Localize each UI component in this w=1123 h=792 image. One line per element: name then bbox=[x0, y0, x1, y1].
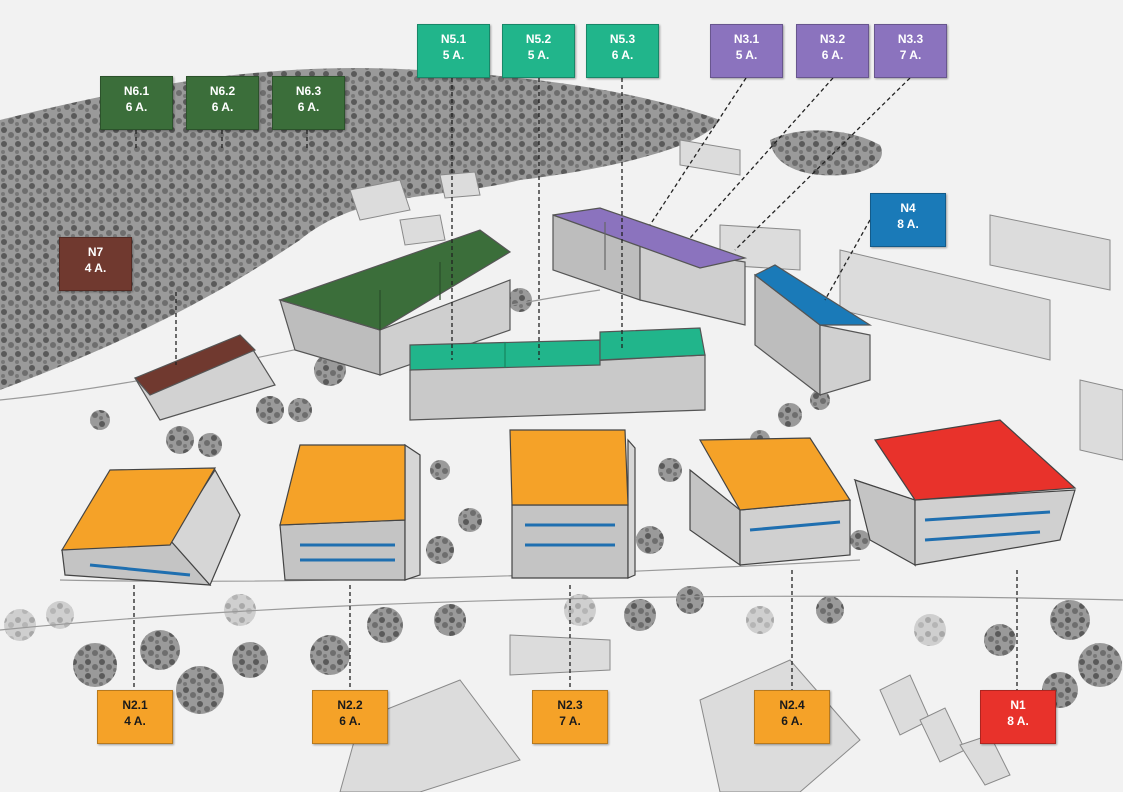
label-floors: 7 A. bbox=[559, 714, 581, 728]
label-floors: 6 A. bbox=[821, 48, 844, 62]
label-N3-2: N3.2 6 A. bbox=[796, 24, 869, 78]
label-code: N4 bbox=[900, 201, 916, 215]
label-floors: 4 A. bbox=[84, 261, 107, 275]
label-N6-3: N6.3 6 A. bbox=[272, 76, 345, 130]
label-floors: 6 A. bbox=[211, 100, 234, 114]
tree-cluster bbox=[770, 130, 882, 176]
label-code: N5.2 bbox=[525, 32, 552, 46]
label-code: N2.3 bbox=[557, 698, 583, 712]
label-N2-2: N2.2 6 A. bbox=[312, 690, 388, 744]
label-N1: N1 8 A. bbox=[980, 690, 1056, 744]
label-code: N6.2 bbox=[209, 84, 236, 98]
building-N7 bbox=[133, 334, 276, 421]
label-code: N2.2 bbox=[337, 698, 363, 712]
label-floors: 8 A. bbox=[897, 217, 919, 231]
label-N7: N7 4 A. bbox=[59, 237, 132, 291]
label-code: N2.4 bbox=[779, 698, 805, 712]
label-N5-2: N5.2 5 A. bbox=[502, 24, 575, 78]
label-floors: 8 A. bbox=[1007, 714, 1029, 728]
label-code: N1 bbox=[1010, 698, 1026, 712]
building-N2-1 bbox=[60, 467, 241, 587]
label-N3-1: N3.1 5 A. bbox=[710, 24, 783, 78]
label-N5-3: N5.3 6 A. bbox=[586, 24, 659, 78]
building-N2-2 bbox=[279, 443, 421, 581]
leader-lines bbox=[133, 77, 1018, 690]
label-code: N3.2 bbox=[819, 32, 846, 46]
label-floors: 6 A. bbox=[339, 714, 361, 728]
label-floors: 7 A. bbox=[899, 48, 922, 62]
scattered-trees-light bbox=[4, 594, 946, 646]
label-floors: 6 A. bbox=[611, 48, 634, 62]
building-N2-4 bbox=[689, 437, 852, 567]
label-floors: 5 A. bbox=[735, 48, 758, 62]
label-code: N5.1 bbox=[440, 32, 467, 46]
label-N2-1: N2.1 4 A. bbox=[97, 690, 173, 744]
label-code: N3.1 bbox=[733, 32, 760, 46]
label-N2-4: N2.4 6 A. bbox=[754, 690, 830, 744]
label-code: N6.1 bbox=[123, 84, 150, 98]
label-floors: 6 A. bbox=[781, 714, 803, 728]
label-code: N6.3 bbox=[295, 84, 322, 98]
label-code: N7 bbox=[87, 245, 104, 259]
building-N3 bbox=[552, 207, 748, 326]
label-code: N3.3 bbox=[897, 32, 924, 46]
label-floors: 4 A. bbox=[124, 714, 146, 728]
building-N2-3 bbox=[509, 429, 636, 579]
building-N1 bbox=[853, 419, 1077, 567]
label-N6-1: N6.1 6 A. bbox=[100, 76, 173, 130]
label-N2-3: N2.3 7 A. bbox=[532, 690, 608, 744]
label-N5-1: N5.1 5 A. bbox=[417, 24, 490, 78]
label-code: N2.1 bbox=[122, 698, 148, 712]
label-N3-3: N3.3 7 A. bbox=[874, 24, 947, 78]
label-floors: 6 A. bbox=[125, 100, 148, 114]
label-code: N5.3 bbox=[609, 32, 636, 46]
forest-area bbox=[0, 68, 720, 390]
building-N4 bbox=[753, 264, 873, 397]
label-floors: 6 A. bbox=[297, 100, 320, 114]
building-N5 bbox=[409, 327, 706, 421]
label-N6-2: N6.2 6 A. bbox=[186, 76, 259, 130]
label-N4: N4 8 A. bbox=[870, 193, 946, 247]
label-floors: 5 A. bbox=[527, 48, 550, 62]
label-floors: 5 A. bbox=[442, 48, 465, 62]
